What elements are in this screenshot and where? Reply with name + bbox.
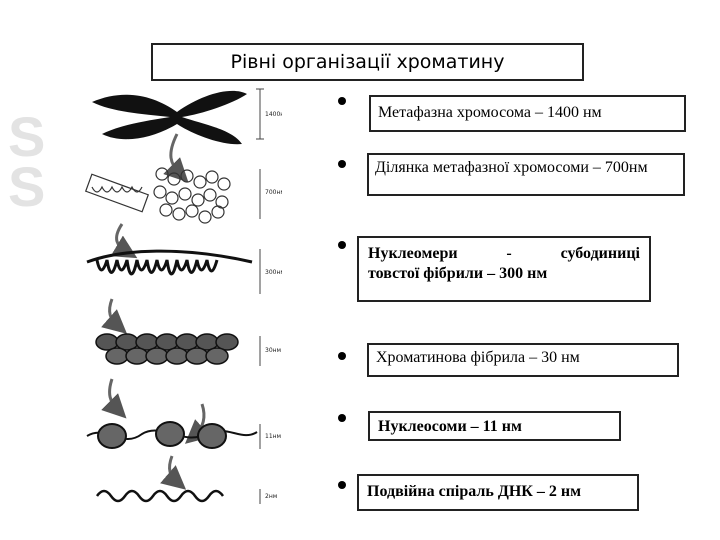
- scale-label: 11нм: [265, 433, 281, 440]
- bullet-level-3: [338, 241, 346, 249]
- looped-fiber-drawing: [86, 249, 261, 294]
- nucleosomes-drawing: [86, 421, 261, 449]
- bullet-level-4: [338, 352, 346, 360]
- label-chromosome-section: Ділянка метафазної хромосоми – 700нм: [367, 153, 685, 196]
- bullet-level-6: [338, 481, 346, 489]
- bullet-level-1: [338, 97, 346, 105]
- bullet-level-5: [338, 414, 346, 422]
- page-title: Рівні організації хроматину: [151, 43, 584, 81]
- label-nucleomeres-dash: -: [506, 245, 512, 262]
- label-dna-helix: Подвійна спіраль ДНК – 2 нм: [357, 474, 639, 511]
- scale-label: 2нм: [265, 493, 277, 500]
- label-chromatin-fiber: Хроматинова фібрила – 30 нм: [367, 343, 679, 377]
- bullet-level-2: [338, 160, 346, 168]
- label-nucleomeres: Нуклеомери - субодиниці товстої фібрили …: [357, 236, 651, 302]
- label-metaphase-chromosome: Метафазна хромосома – 1400 нм: [369, 95, 686, 132]
- chromatin-fiber-drawing: [95, 333, 261, 366]
- dna-helix-drawing: [95, 489, 261, 504]
- scale-label: 30нм: [265, 347, 281, 354]
- label-nucleomeres-word: Нуклеомери: [368, 245, 458, 262]
- label-nucleomeres-line2: товстої фібрили – 300 нм: [368, 265, 548, 282]
- scale-label: 700нм: [265, 189, 282, 196]
- label-nucleomeres-subunits: субодиниці: [560, 245, 640, 262]
- label-nucleosomes: Нуклеосоми – 11 нм: [368, 411, 621, 441]
- metaphase-chromosome-drawing: [92, 88, 264, 145]
- chromosome-section-drawing: [84, 167, 261, 224]
